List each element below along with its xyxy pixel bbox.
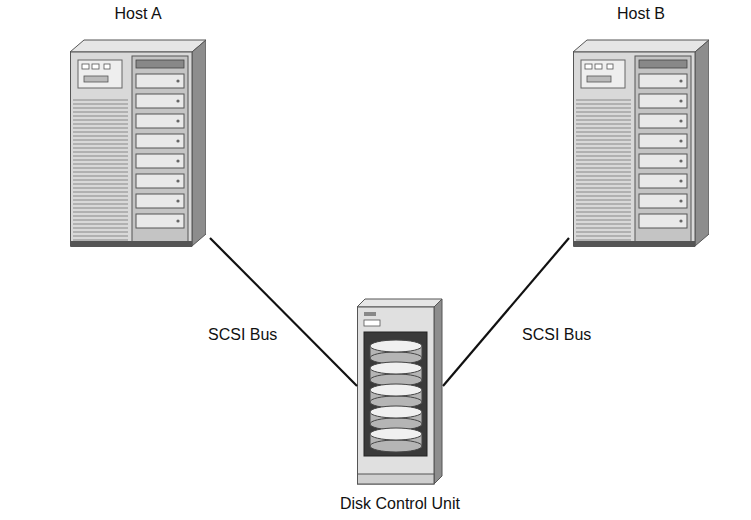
scsi-bus-line (443, 238, 569, 386)
host-server: Host A (66, 4, 210, 250)
node-title: Host B (617, 4, 665, 24)
node-title: Host A (114, 4, 161, 24)
bus-cable (443, 238, 569, 386)
bus-label: SCSI Bus (520, 325, 593, 345)
server-tower (70, 40, 206, 247)
node-title: Disk Control Unit (340, 494, 460, 514)
host-server: Host B (569, 4, 713, 250)
scsi-bus-line (210, 238, 357, 386)
bus-cable (210, 238, 357, 386)
server-tower (573, 40, 709, 247)
disk-cabinet (357, 299, 442, 484)
bus-label: SCSI Bus (206, 325, 279, 345)
disk-control-unit: Disk Control Unit (357, 298, 443, 514)
